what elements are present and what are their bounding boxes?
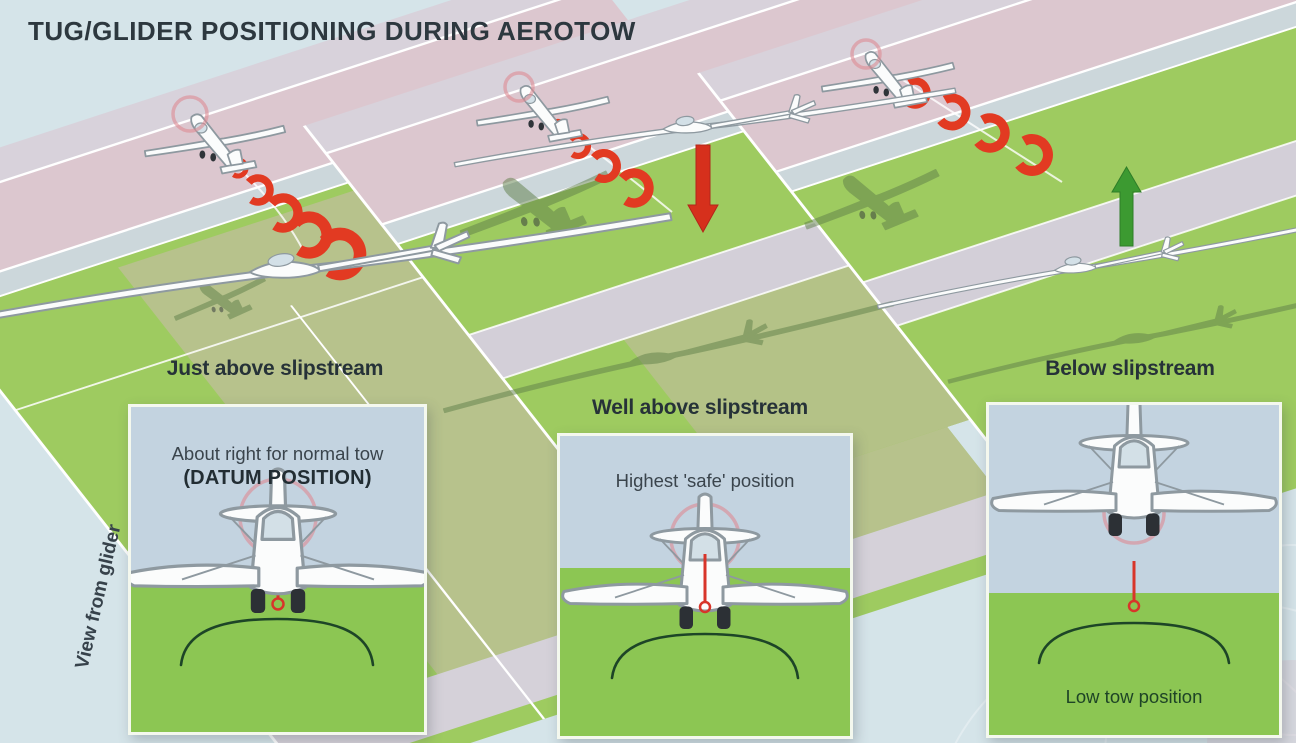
inset-1-drawing — [131, 467, 424, 667]
inset-1-caption-datum: (DATUM POSITION) — [183, 467, 372, 489]
propeller-disc-3 — [850, 38, 882, 70]
tug-rear-view-1 — [131, 467, 424, 615]
scene-label-well-above-slipstream: Well above slipstream — [591, 396, 808, 419]
inset-1-caption: About right for normal tow — [171, 443, 384, 464]
page-title: TUG/GLIDER POSITIONING DURING AEROTOW — [28, 16, 636, 46]
descend-arrow — [687, 144, 719, 234]
glider-nose-arc-1 — [179, 617, 375, 667]
climb-arrow — [1111, 166, 1142, 247]
inset-2-drawing — [561, 492, 849, 680]
inset-highest-safe-position: Highest 'safe' position — [557, 433, 853, 739]
tow-ring-inset-2 — [698, 600, 712, 614]
glider-canopy-2 — [675, 115, 695, 127]
scene-label-below-slipstream: Below slipstream — [1045, 357, 1215, 380]
glider-canopy-1 — [267, 253, 295, 267]
inset-3-drawing — [990, 405, 1278, 665]
tow-ring-inset-3 — [1127, 599, 1141, 613]
inset-low-tow-position: Low tow position — [986, 402, 1282, 738]
inset-3-caption: Low tow position — [1065, 686, 1203, 707]
tug-rear-view-3 — [990, 405, 1278, 538]
propeller-disc-1 — [171, 95, 209, 133]
inset-2-caption: Highest 'safe' position — [615, 470, 795, 491]
glider-canopy-3 — [1064, 256, 1082, 266]
glider-nose-arc-2 — [610, 632, 800, 680]
scene-label-just-above-slipstream: Just above slipstream — [166, 357, 384, 380]
tow-ring-inset-1 — [271, 597, 285, 611]
inset-datum-position: About right for normal tow (DATUM POSITI… — [128, 404, 427, 735]
propeller-disc-2 — [503, 71, 535, 103]
glider-nose-arc-3 — [1037, 621, 1231, 665]
